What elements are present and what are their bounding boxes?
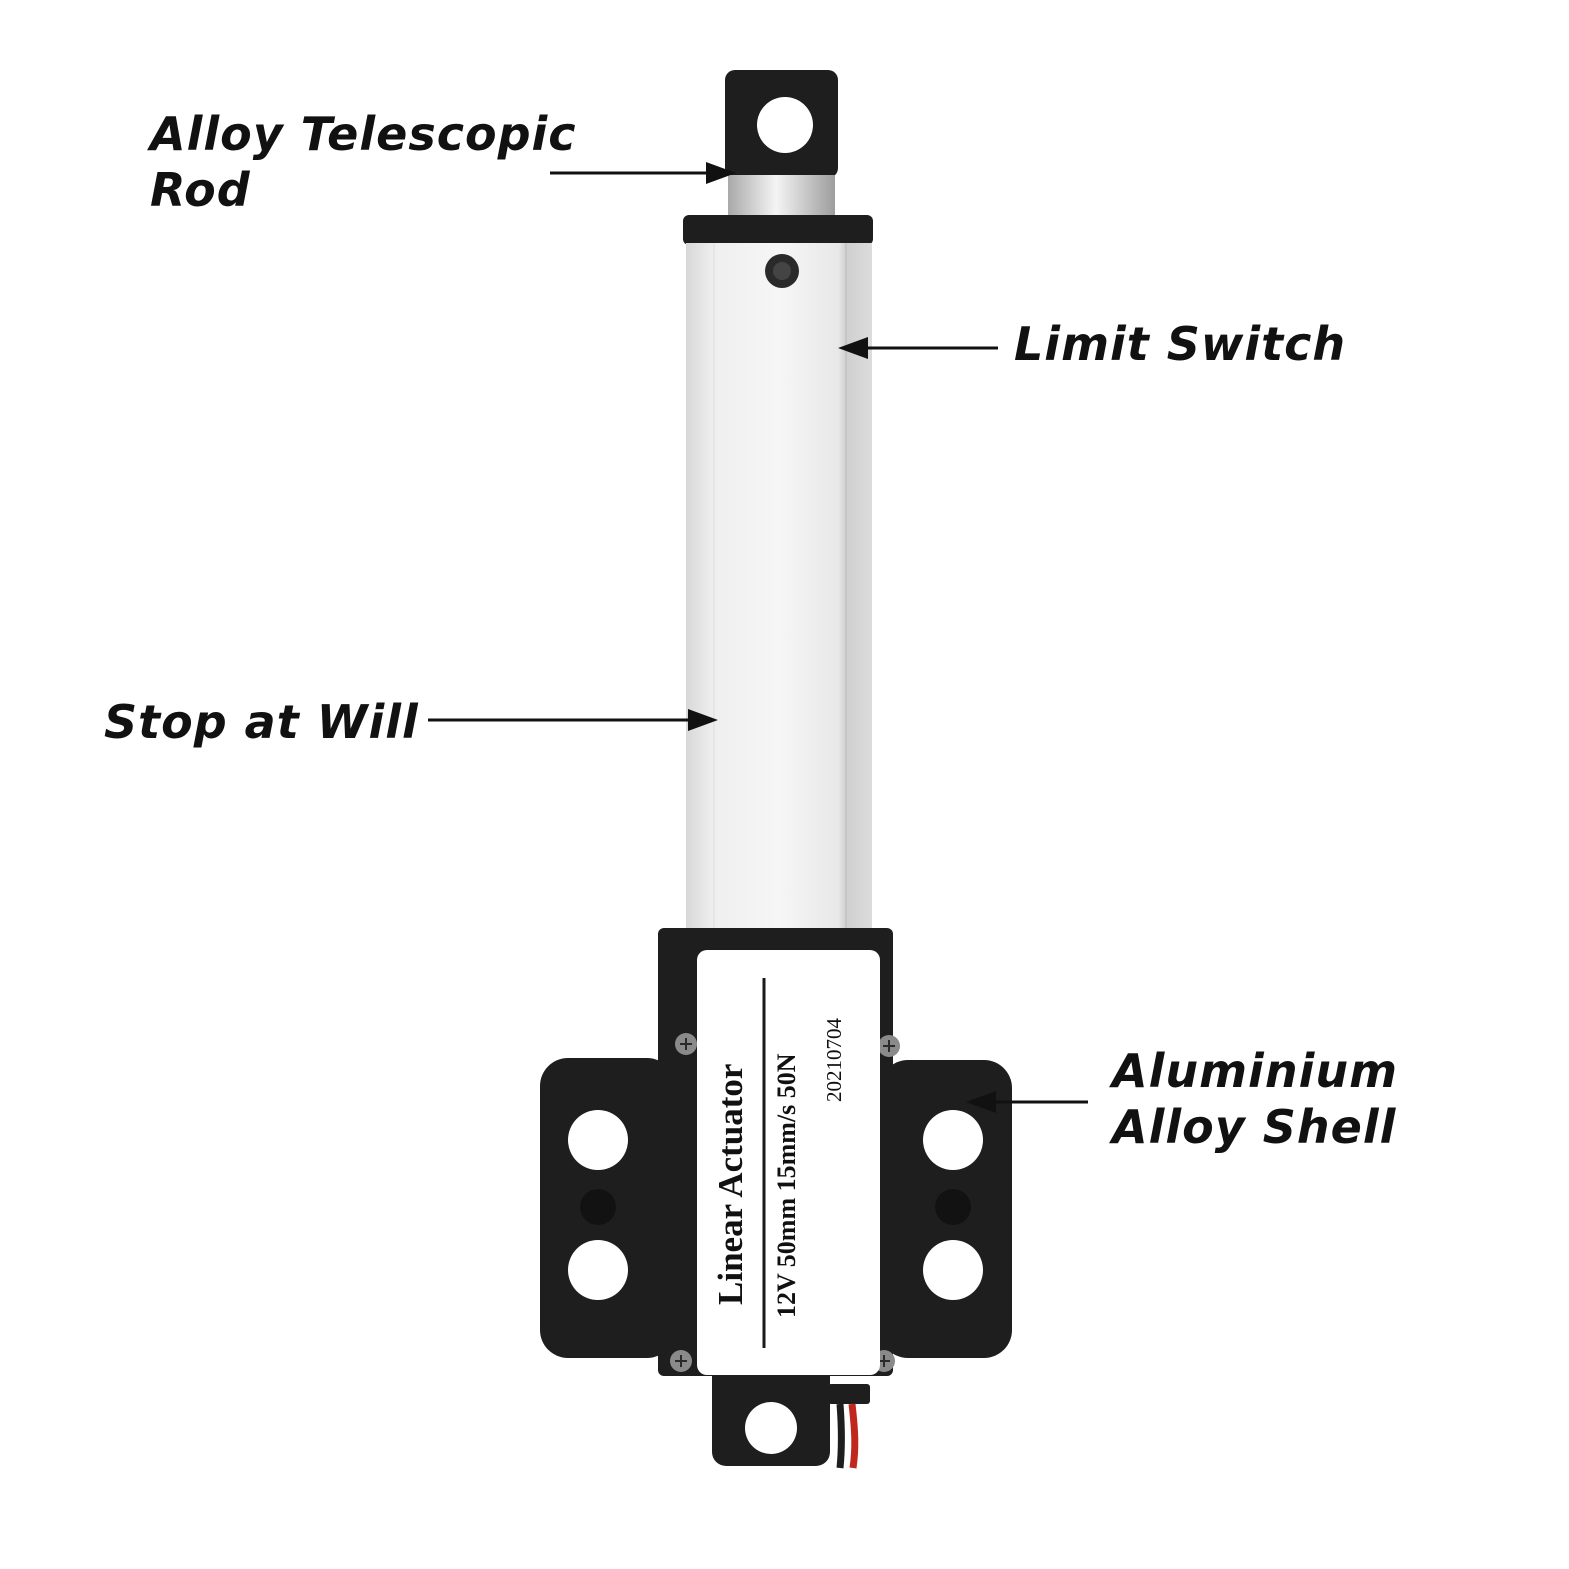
limit-switch-screw (765, 254, 799, 288)
callout-stop-at-will-line1: Stop at Will (104, 695, 419, 749)
callout-limit-switch-line1: Limit Switch (1014, 317, 1347, 371)
label-spec: 12V 50mm 15mm/s 50N (772, 1053, 801, 1318)
tube-top-cap (683, 215, 873, 245)
callout-telescopic-rod-line1: Alloy Telescopic (150, 107, 577, 161)
arrow-telescopic-rod (550, 162, 736, 184)
rod-end-eye (725, 70, 838, 178)
label-code: 20210704 (822, 1018, 846, 1103)
power-wire (828, 1384, 870, 1469)
right-mounting-bracket (880, 1060, 1012, 1358)
callout-telescopic-rod-line2: Rod (150, 163, 251, 217)
callout-shell-line1: Aluminium (1112, 1044, 1399, 1098)
callout-telescopic-rod: Alloy Telescopic Rod (150, 106, 577, 218)
left-mounting-bracket (540, 1058, 675, 1358)
label-product-name: Linear Actuator (711, 1064, 750, 1305)
housing-screw-top-left (675, 1033, 697, 1055)
callout-limit-switch: Limit Switch (1014, 316, 1346, 372)
aluminium-tube (686, 243, 872, 933)
housing-screw-top-right (878, 1035, 900, 1057)
housing-screw-bottom-left (670, 1350, 692, 1372)
callout-shell-line2: Alloy Shell (1112, 1100, 1397, 1154)
arrow-limit-switch (838, 337, 998, 359)
callout-stop-at-will: Stop at Will (104, 694, 419, 750)
callout-shell: Aluminium Alloy Shell (1112, 1043, 1398, 1155)
product-label: Linear Actuator 12V 50mm 15mm/s 50N 2021… (697, 950, 880, 1375)
arrow-shell (966, 1091, 1088, 1113)
bottom-mounting-lug (712, 1362, 830, 1466)
arrow-stop-at-will (428, 709, 718, 731)
